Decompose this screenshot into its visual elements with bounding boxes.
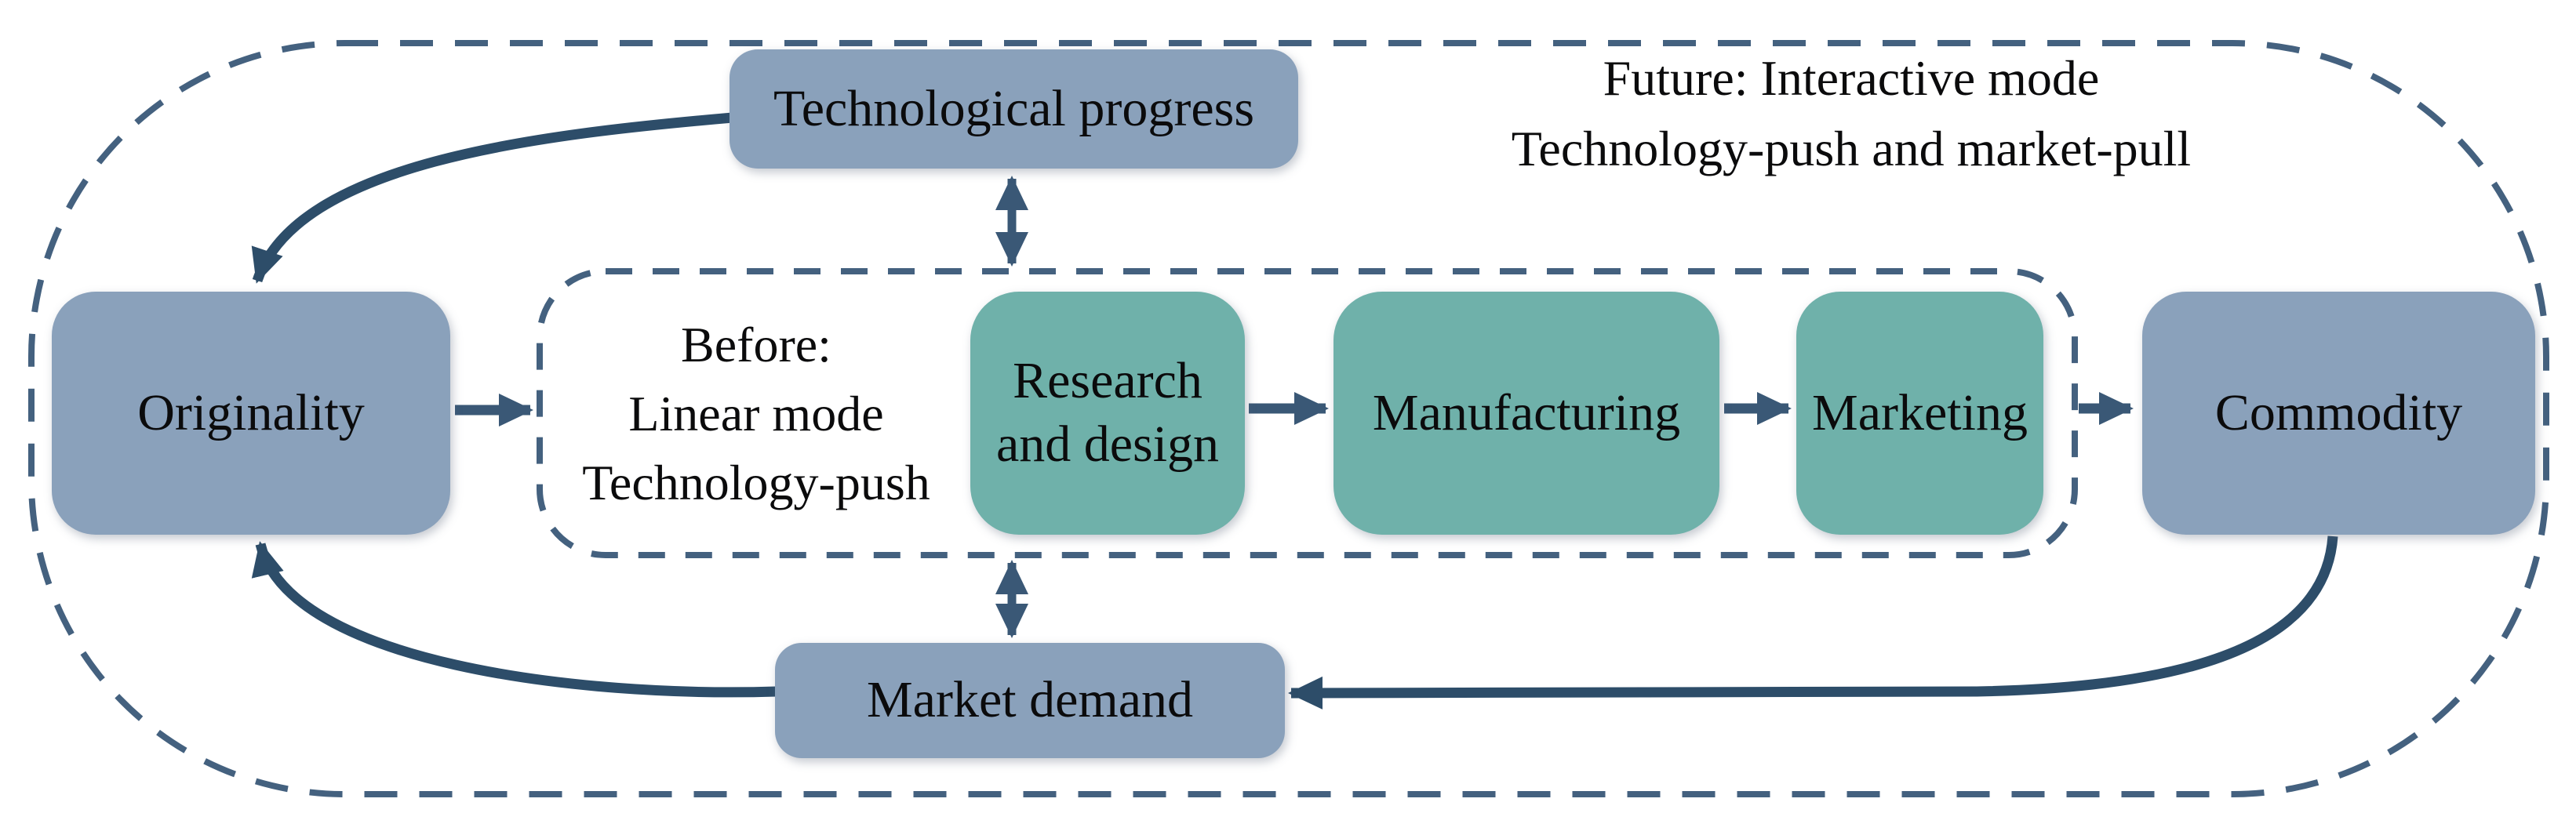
before-mode-caption: Before: Linear mode Technology-push <box>540 310 973 517</box>
node-label: Commodity <box>2214 383 2463 441</box>
before-mode-caption-line1: Before: <box>681 317 831 372</box>
node-manufacturing: Manufacturing <box>1333 292 1719 535</box>
arrow-techprogress-to-originality <box>251 112 733 284</box>
node-label: Market demand <box>866 671 1193 729</box>
inner-dashed-boundary <box>537 268 2078 558</box>
node-marketing: Marketing <box>1796 292 2043 535</box>
node-originality: Originality <box>52 292 450 535</box>
node-research-and-design: Research and design <box>970 292 1245 535</box>
node-commodity: Commodity <box>2142 292 2535 535</box>
future-mode-caption-line2: Technology-push and market-pull <box>1511 121 2192 176</box>
node-label: Manufacturing <box>1372 383 1681 441</box>
node-label: Marketing <box>1812 383 2028 441</box>
outer-dashed-boundary <box>28 40 2549 797</box>
arrow-marketdemand-to-originality <box>251 541 777 698</box>
before-mode-caption-line2: Linear mode <box>628 386 884 441</box>
node-label: Originality <box>137 383 365 441</box>
before-mode-caption-line3: Technology-push <box>582 455 930 510</box>
node-label: Research and design <box>995 352 1220 473</box>
node-label: Technological progress <box>773 79 1254 137</box>
future-mode-caption: Future: Interactive mode Technology-push… <box>1412 43 2290 184</box>
future-mode-caption-line1: Future: Interactive mode <box>1603 50 2100 106</box>
node-technological-progress: Technological progress <box>730 49 1298 169</box>
arrow-commodity-to-marketdemand <box>1288 535 2338 710</box>
node-market-demand: Market demand <box>775 643 1285 758</box>
